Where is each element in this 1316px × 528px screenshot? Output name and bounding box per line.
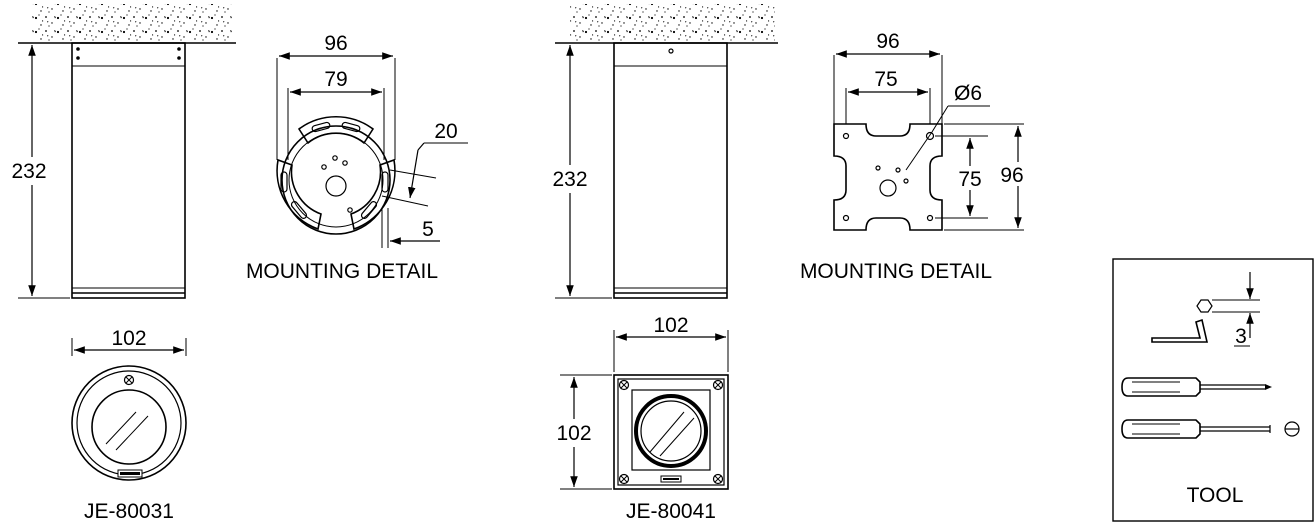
hole-label: Ø6: [954, 82, 982, 105]
left-mounting-detail: 96 79 20 5 MOUNTING DETAI: [246, 32, 468, 283]
mounting-hole: [925, 131, 935, 141]
tool-title: TOOL: [1187, 484, 1244, 507]
right-mounting-detail: 96 75 Ø6 75 96 MOUNTING DETAIL: [800, 30, 1032, 283]
round-lens: [91, 389, 167, 465]
height-label: 102: [556, 422, 591, 445]
fixture-body: [613, 42, 728, 299]
mounting-plate: [281, 125, 391, 235]
cable-hole: [325, 175, 347, 197]
width-label: 102: [111, 327, 146, 350]
vertical-inner-label: 75: [958, 168, 981, 191]
tool-panel: 3 TOOL: [1112, 258, 1314, 522]
flat-screwdriver-icon: [1121, 419, 1300, 439]
screw-head: [618, 379, 630, 391]
hex-key-size-label: 3: [1235, 325, 1247, 348]
screw-dot: [177, 56, 181, 60]
square-lens: [634, 394, 708, 468]
mounting-hole: [926, 214, 934, 222]
hex-key-icon: [1151, 299, 1213, 343]
mounting-detail-title: MOUNTING DETAIL: [800, 260, 992, 283]
screw-head: [618, 473, 630, 485]
mounting-detail-title: MOUNTING DETAIL: [246, 260, 438, 283]
screw-dot: [76, 56, 80, 60]
ceiling-concrete: [570, 4, 775, 42]
outer-label: 96: [324, 32, 347, 55]
right-side-view: 232: [545, 4, 778, 299]
screw-head: [123, 374, 135, 386]
square-bezel: [613, 374, 729, 490]
square-mounting-plate: [833, 123, 943, 231]
round-bezel: [71, 365, 187, 481]
left-front-view: 102 JE-80031: [71, 327, 187, 523]
outer-label: 96: [876, 30, 899, 53]
mounting-hole: [842, 214, 850, 222]
inner-label: 79: [324, 68, 347, 91]
mounting-hole: [842, 132, 850, 140]
cable-hole: [879, 179, 897, 197]
height-label: 232: [552, 168, 587, 191]
inner-label: 75: [874, 68, 897, 91]
screw-dot: [177, 47, 181, 51]
screw-head: [712, 473, 724, 485]
ceiling-concrete: [32, 4, 232, 42]
tool-panel-frame: [1112, 258, 1314, 522]
screw-dot: [76, 47, 80, 51]
model-label: JE-80031: [84, 500, 174, 523]
phillips-screwdriver-icon: [1121, 377, 1272, 397]
slot-length-dimension-line: [408, 149, 419, 199]
fixture-body: [71, 42, 186, 299]
slot-length-label: 20: [434, 120, 457, 143]
screw-head: [712, 379, 724, 391]
model-label: JE-80041: [626, 500, 716, 523]
right-front-view: 102 102 JE-80041: [552, 314, 729, 523]
width-label: 102: [653, 314, 688, 337]
vertical-outer-label: 96: [1000, 164, 1023, 187]
height-label: 232: [11, 160, 46, 183]
slot-width-label: 5: [422, 218, 434, 241]
left-side-view: 232: [4, 4, 236, 299]
